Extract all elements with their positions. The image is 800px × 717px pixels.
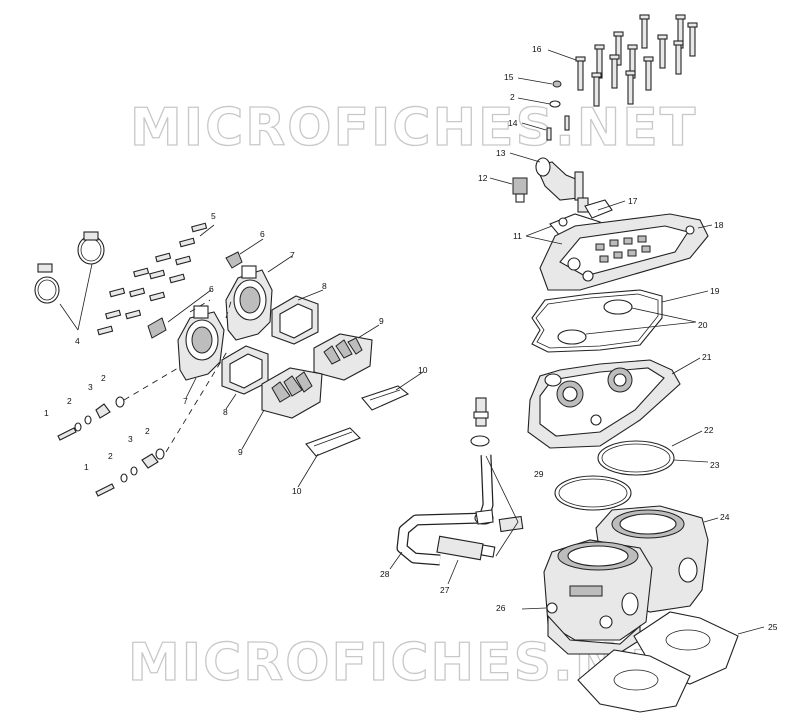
callout-15: 15 — [504, 72, 514, 82]
callout-1-upper: 1 — [44, 408, 49, 418]
cylinder-26 — [543, 539, 653, 655]
fitting-27 — [436, 535, 496, 561]
reed-cage-9-rear — [313, 333, 373, 381]
fitting-29-hose-end — [474, 509, 524, 533]
callout-8-lower: 8 — [223, 407, 228, 417]
gasket-22 — [597, 440, 675, 476]
watermark-top: MICROFICHES.NET — [130, 98, 697, 158]
callout-26: 26 — [496, 603, 506, 613]
assembly-lines — [123, 297, 233, 453]
bracket-6 — [147, 251, 243, 339]
callout-23: 23 — [710, 460, 720, 470]
sensor-12 — [512, 177, 528, 203]
head-gasket-19 — [531, 289, 663, 353]
head-cover-18 — [539, 213, 709, 291]
callout-27: 27 — [440, 585, 450, 595]
callout-19: 19 — [710, 286, 720, 296]
gasket-29 — [554, 475, 632, 511]
fastener-set-lower — [95, 448, 165, 497]
callout-14: 14 — [508, 118, 518, 128]
spacer-8-rear — [271, 295, 319, 345]
callout-3-lower: 3 — [128, 434, 133, 444]
water-hose-28 — [396, 454, 494, 566]
washer-2-top — [549, 100, 561, 108]
callout-6-upper: 6 — [260, 229, 265, 239]
callout-2: 2 — [510, 92, 515, 102]
callout-3-upper: 3 — [88, 382, 93, 392]
callout-22: 22 — [704, 425, 714, 435]
callout-21: 21 — [702, 352, 712, 362]
hose-clamps-4 — [34, 231, 105, 304]
nut-15 — [552, 80, 562, 88]
callout-9-lower: 9 — [238, 447, 243, 457]
callout-8-upper: 8 — [322, 281, 327, 291]
spacer-8-front — [221, 345, 269, 395]
callout-25: 25 — [768, 622, 778, 632]
screw-14 — [546, 115, 570, 141]
base-gasket-25 — [577, 611, 739, 713]
bolt-cluster-5 — [97, 222, 208, 336]
callout-4: 4 — [75, 336, 80, 346]
callout-12: 12 — [478, 173, 488, 183]
callout-29: 29 — [534, 469, 544, 479]
cylinder-head-21 — [527, 359, 681, 449]
callout-10-upper: 10 — [418, 365, 428, 375]
callout-2-left-a: 2 — [101, 373, 106, 383]
callout-2-left-c: 2 — [145, 426, 150, 436]
callout-17: 17 — [628, 196, 638, 206]
callout-11: 11 — [513, 231, 522, 241]
callout-16: 16 — [532, 44, 542, 54]
callout-5: 5 — [211, 211, 216, 221]
fastener-set-upper — [57, 396, 125, 441]
callout-labels: 16 15 2 14 13 12 17 11 18 19 20 21 22 23… — [44, 44, 778, 632]
clamp-top — [470, 397, 490, 447]
callout-7-lower: 7 — [183, 396, 188, 406]
intake-manifold-7-front — [177, 305, 225, 381]
callout-9-upper: 9 — [379, 316, 384, 326]
intake-manifold-7-rear — [225, 265, 273, 341]
callout-2-left-b: 2 — [67, 396, 72, 406]
callout-20: 20 — [698, 320, 708, 330]
callout-10-lower: 10 — [292, 486, 302, 496]
callout-2-left-d: 2 — [108, 451, 113, 461]
callout-1-lower: 1 — [84, 462, 89, 472]
callout-13: 13 — [496, 148, 506, 158]
callout-28: 28 — [380, 569, 390, 579]
elbow-fitting-13 — [535, 157, 589, 213]
fitting-17 — [584, 199, 613, 219]
reed-petals-10-upper — [361, 385, 410, 411]
callout-7-upper: 7 — [290, 250, 295, 260]
callout-6-lower: 6 — [209, 284, 214, 294]
bolt-group-16 — [575, 14, 698, 107]
o-ring-20 — [557, 299, 633, 345]
leader-lines — [59, 49, 765, 635]
callout-24: 24 — [720, 512, 730, 522]
reed-cage-9-front — [261, 367, 323, 419]
reed-petals-10-lower — [305, 427, 361, 457]
callout-18: 18 — [714, 220, 724, 230]
